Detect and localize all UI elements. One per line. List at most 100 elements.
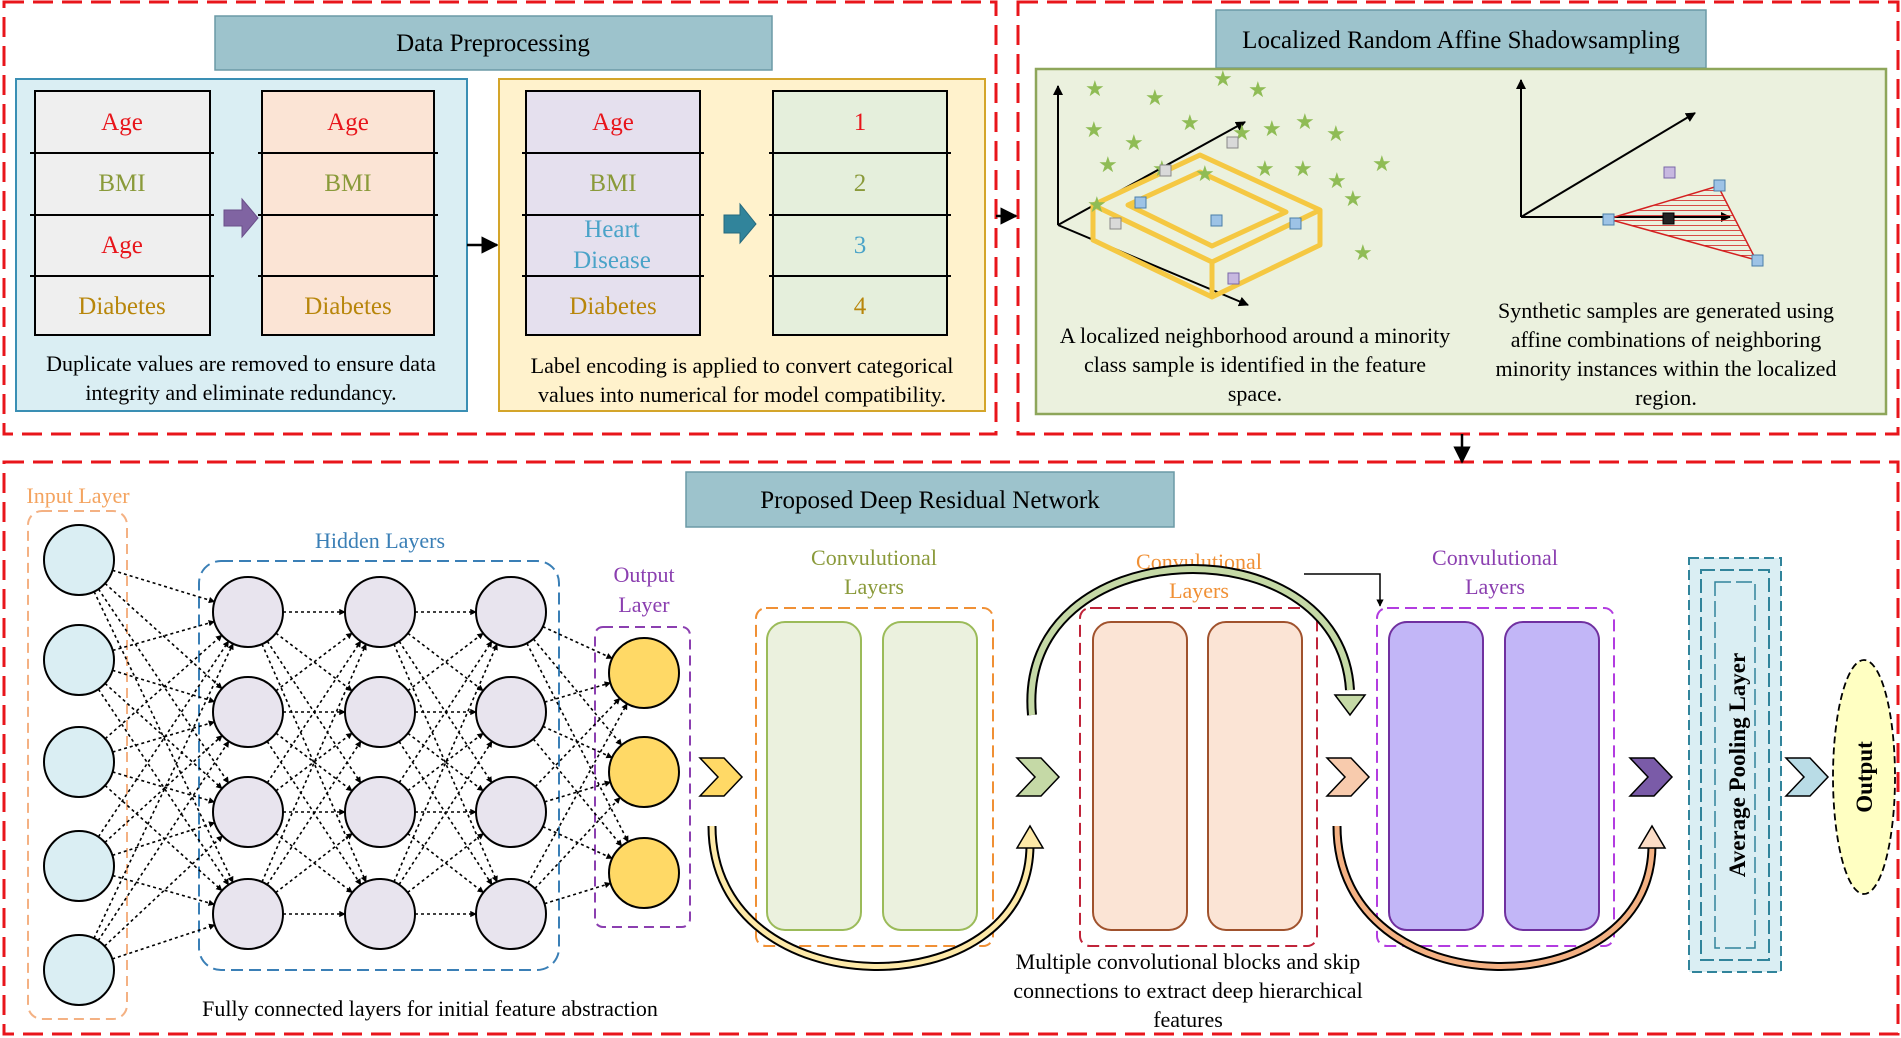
output-layer-label-2: Layer [618, 592, 670, 617]
svg-text:★: ★ [1327, 168, 1347, 193]
nn-node-1-1 [212, 676, 284, 748]
table-cat-cell-4: Diabetes [569, 293, 656, 320]
neural-nodes [43, 524, 680, 1006]
nn-edge-3-3-1 [534, 796, 621, 890]
table-enc-cell-4: 4 [854, 293, 867, 320]
chevron-4-icon [1628, 757, 1674, 797]
nn-node-4-2 [608, 837, 680, 909]
svg-text:★: ★ [1087, 192, 1107, 217]
chevron-3-icon [1325, 757, 1371, 797]
nn-edge-0-4-0 [93, 643, 234, 939]
conv-block-2-label-2: Layers [1169, 578, 1229, 603]
fully-connected-edges [93, 569, 629, 960]
nn-edge-3-1-2 [532, 738, 623, 847]
sampling-title-box [1215, 9, 1707, 69]
nn-edge-1-3-2 [275, 832, 353, 894]
conv-block-3-label-2: Layers [1465, 574, 1525, 599]
minority-points [1109, 136, 1302, 285]
output-layer-frame [594, 626, 691, 928]
hidden-layers-label: Hidden Layers [315, 528, 445, 553]
preprocessing-title: Data Preprocessing [396, 30, 590, 57]
svg-text:★: ★ [1255, 156, 1275, 181]
table-encoded [772, 90, 948, 336]
svg-text:★: ★ [1372, 151, 1392, 176]
table-cat-cell-2: BMI [589, 170, 636, 197]
sampling-left-caption-2: class sample is identified in the featur… [1084, 352, 1426, 377]
majority-stars: ★★★ ★★★ ★★★ ★★★ ★★★ ★★★ ★★★ [1084, 66, 1392, 265]
svg-text:★: ★ [1085, 76, 1105, 101]
sampling-left-caption-1: A localized neighborhood around a minori… [1060, 323, 1450, 348]
conv-block-1-frame [755, 607, 994, 947]
nn-edge-3-1-0 [544, 681, 612, 703]
dedup-caption-line-1: Duplicate values are removed to ensure d… [46, 351, 436, 376]
encoding-caption-line-2: values into numerical for model compatib… [538, 382, 946, 407]
nn-edge-1-1-2 [275, 732, 353, 792]
nn-edge-2-3-1 [398, 740, 493, 886]
conv-layer-1a [766, 621, 862, 931]
sampling-right-caption-3: minority instances within the localized [1496, 356, 1837, 381]
table-dedup-cell-2: BMI [324, 170, 371, 197]
skip-caption-2: connections to extract deep hierarchical [1013, 978, 1362, 1003]
nn-node-2-2 [344, 776, 416, 848]
preprocessing-title-box [214, 15, 773, 71]
nn-node-1-3 [212, 878, 284, 950]
nn-node-0-0 [43, 524, 115, 596]
nn-node-1-2 [212, 776, 284, 848]
sampling-right-caption-1: Synthetic samples are generated using [1498, 298, 1834, 323]
nn-node-4-1 [608, 736, 680, 808]
sampling-left-caption-3: space. [1228, 381, 1282, 406]
skip-arc-1-head [1015, 824, 1045, 849]
hidden-layers-frame [198, 560, 560, 971]
nn-edge-3-3-2 [544, 881, 612, 905]
final-output-label: Output [1852, 741, 1877, 813]
table-raw [34, 90, 211, 336]
nn-edge-3-2-0 [534, 697, 621, 788]
table-raw-cell-4: Diabetes [78, 293, 165, 320]
table-cat-cell-3b: Disease [573, 247, 651, 274]
nn-edge-2-1-2 [407, 732, 484, 792]
svg-text:★: ★ [1145, 85, 1165, 110]
svg-text:★: ★ [1180, 110, 1200, 135]
nn-edge-2-1-0 [407, 632, 484, 692]
dedup-arrow [223, 197, 259, 239]
conv-block-1-label-1: Convulutional [811, 545, 937, 570]
nn-edge-0-2-3 [104, 784, 223, 892]
nn-edge-2-0-1 [407, 632, 484, 692]
conv-layer-2b [1207, 621, 1303, 931]
conv-block-3-label-1: Convulutional [1432, 545, 1558, 570]
nn-edge-0-3-0 [97, 640, 230, 838]
conv-block-2-frame [1079, 607, 1318, 947]
conv-block-1-label-2: Layers [844, 574, 904, 599]
table-cat-cell-1: Age [592, 109, 634, 136]
table-raw-cell-3: Age [101, 232, 143, 259]
skip-arc-2-head [1637, 824, 1667, 849]
avg-pool-label: Average Pooling Layer [1725, 653, 1750, 877]
table-cat-cell-3a: Heart [584, 216, 640, 243]
final-output-node [1832, 659, 1896, 895]
sampling-frame [1016, 0, 1900, 436]
skip-thin-connector [1304, 573, 1384, 607]
input-layer-label: Input Layer [26, 483, 130, 508]
table-categorical [525, 90, 701, 336]
encoding-caption-line-1: Label encoding is applied to convert cat… [531, 353, 954, 378]
neighborhood-plot: ★★★ ★★★ ★★★ ★★★ ★★★ ★★★ ★★★ [1053, 66, 1392, 307]
conv-layer-1b [882, 621, 978, 931]
nn-edge-0-1-2 [104, 682, 223, 790]
table-enc-cell-3: 3 [854, 232, 867, 259]
nn-edge-3-3-0 [527, 703, 628, 884]
table-deduplicated [261, 90, 435, 336]
nn-edge-2-3-2 [407, 832, 484, 894]
table-dedup-cell-1: Age [327, 109, 369, 136]
table-enc-cell-2: 2 [854, 170, 867, 197]
nn-node-3-3 [475, 878, 547, 950]
svg-text:★: ★ [1084, 117, 1104, 142]
nn-edge-0-0-1 [104, 582, 223, 690]
nn-edge-3-0-0 [542, 625, 613, 660]
nn-edge-0-4-3 [111, 923, 216, 960]
skip-arc-top-head [1333, 694, 1367, 717]
nn-edge-1-3-0 [261, 643, 367, 883]
preprocessing-frame [2, 0, 998, 436]
fc-caption: Fully connected layers for initial featu… [202, 996, 658, 1021]
